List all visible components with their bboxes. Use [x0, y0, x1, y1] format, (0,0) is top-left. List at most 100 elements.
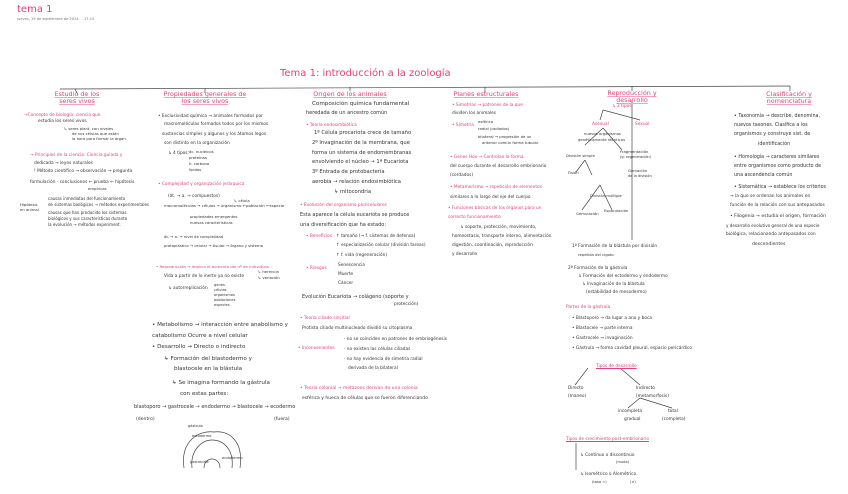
col2-line: macromoléculas → células → organismo ←po…	[164, 203, 284, 209]
col6-line: y desarrollo evolutivo general de una es…	[726, 223, 819, 229]
col4-line: ↳ soporte, protección, movimiento,	[460, 225, 536, 231]
col1-line: la evolución → métodos experiment.	[48, 222, 121, 228]
col5-line: total	[668, 409, 678, 415]
col4-line: similares a lo largo del eje del cuerpo	[450, 195, 531, 201]
col2-line: ↳ 4 tipos:	[168, 151, 189, 157]
page-header-title: tema 1	[17, 4, 52, 15]
col3-line: Evolución Eucariota → colágeno (soporte …	[302, 294, 409, 302]
col5-line: Fisión	[568, 170, 579, 176]
col6-heading: Clasificación y nomenclatura	[752, 91, 826, 105]
col3-line: • Evolución del organismo pluricelulares	[300, 203, 387, 209]
col3-line: aerobia → relación endosimbiótica	[312, 179, 401, 187]
col5-line: Directo	[568, 386, 584, 392]
col1-line: estudia los seres vivos	[38, 119, 87, 125]
gastrula-label: gástrula	[188, 424, 203, 430]
main-title: Tema 1: introducción a la zoología	[280, 68, 451, 79]
col2-line: nuevas características	[190, 220, 233, 226]
col3-line: 2º Invaginación de la membrana, que	[312, 140, 410, 148]
col5-line: ↳ Formación del ectodermo y endodermo	[578, 274, 668, 280]
col3-line: ↳ mitocondria	[334, 189, 371, 197]
col5-line: repetida del cigoto	[578, 252, 614, 258]
col4-line: • Funciones básicas de los órganos para …	[448, 206, 542, 212]
col5-line: Asexual	[592, 122, 609, 128]
col3-heading: Origen de los animales	[312, 91, 388, 98]
col5-line: ↳ Continuo o discontinuo	[580, 453, 634, 459]
col5-line: (≠)	[630, 480, 636, 486]
col5-line: Indirecto	[636, 386, 655, 392]
col3-line: • Inconvenientes	[298, 346, 335, 352]
col5-line: (muda)	[616, 460, 629, 466]
col2-line: át. → a. → nivel de complejidad	[164, 234, 223, 240]
col3-line: • Teoría endosimbiótica	[306, 123, 357, 129]
col4-line: del cuerpo durante el desarrollo embrion…	[450, 164, 546, 170]
col5-line: División múltiple	[590, 193, 622, 199]
col2-line: catabolismo Ocurre a nivel celular	[152, 333, 248, 341]
col4-symmetry: bilateral → progresión de un	[478, 134, 531, 140]
col5-line: Partes de la gástrula	[566, 305, 610, 311]
col6-line: función de la relación con sus antepasad…	[730, 203, 825, 209]
col2-line: son distinto en la organización	[164, 141, 230, 147]
col1-heading: Estudio de los seres vivos	[46, 91, 108, 105]
col2-line: protoplástico → celular → tisular → órga…	[164, 243, 263, 249]
col3-line: 3º Entrada de protobacteria	[312, 169, 385, 177]
col2-line: • Desarrollo → Directo o indirecto	[152, 344, 245, 352]
col5-line: (tasa =)	[592, 480, 607, 486]
col3-line: envolviendo el núcleo → 1ª Eucariota	[312, 159, 408, 167]
gastrula-label: ectodermo	[192, 434, 211, 440]
col5-line: • Gástrula → forma cavidad pleural, espa…	[572, 346, 692, 352]
col3-line: Protista ciliado multinucleado dividió s…	[302, 326, 412, 332]
col4-line: dividen los animales	[452, 111, 496, 117]
col1-line: empíricas	[88, 186, 107, 192]
col1-line: causas inmediatas del funcionamiento	[48, 196, 125, 202]
col5-line: Tipos de desarrollo	[596, 364, 637, 370]
col4-line: homeostasis, transporte interno, aliment…	[452, 234, 551, 240]
col6-line: • Taxonomía → describe, denomina,	[734, 114, 820, 120]
col6-line: nuevos taxones. Clasifica a los	[734, 123, 808, 129]
col3-line: protección)	[394, 302, 418, 308]
col1-line: en animal	[20, 207, 39, 213]
col4-line: • Genes Hox → Controlan la forma	[450, 155, 524, 161]
col5-line: (g. regeneración)	[620, 155, 651, 161]
col5-line: ↳ Isométrico o Alométrico	[580, 472, 636, 478]
col5-line: ↳ Invaginación de la blástula	[582, 282, 645, 288]
col4-line: • Simetrías → patrones de la que	[452, 103, 523, 109]
col6-line: descendientes	[752, 242, 785, 248]
col5-line: 2º Formación de la gástrula	[568, 266, 627, 272]
col5-line: Fragmentación	[620, 149, 648, 155]
col4-line: (cordados)	[450, 173, 473, 179]
col5-line: (completa)	[662, 417, 685, 423]
page-date: jueves, 19 de septiembre de 2024	[17, 17, 79, 23]
col2-line: sustancias simples y algunos y los átomo…	[162, 132, 266, 138]
col2-line: • Exclusividad química → animales formad…	[158, 114, 263, 120]
col5-line: • Blastoporo → da lugar a ano y boca	[572, 316, 652, 322]
col2-line: propiedades emergentes	[190, 214, 238, 220]
col1-line: →Concepto de biología: ciencia que	[24, 113, 100, 119]
col3-line: Muerte	[338, 272, 353, 278]
col3-line: · no se coinciden en patrones de embriog…	[344, 337, 447, 343]
col1-line: ! Método científico → observación → preg…	[34, 169, 132, 175]
col2-heading: Propiedades generales de los seres vivos	[160, 91, 250, 105]
col6-line: entre organismos como producto de	[734, 164, 821, 170]
col3-line: ↑ f. vida (regeneración)	[336, 253, 387, 259]
col3-line: heredada de un ancestro común	[306, 110, 387, 118]
col6-line: organismos y construye sist. de	[734, 132, 810, 138]
col2-line: con estas partes:	[180, 391, 228, 399]
col5-line: incompleta	[618, 409, 642, 415]
col2-biomolecule: proteínas	[189, 155, 207, 161]
col3-line: • Teoría ciliado sincitial	[300, 316, 350, 322]
col1-line: formulación · conclusiones ← prueba ← hi…	[30, 180, 134, 186]
col1-line: biológicos y sus características durante	[48, 216, 127, 222]
col4-line: digestión, coordinación, reproducción	[452, 243, 533, 249]
col5-line: Esporulación	[604, 208, 628, 214]
col6-line: identificación	[758, 142, 790, 148]
col4-line: • Metamerismo → repetición de elementos	[450, 185, 542, 191]
col5-line: nuevos organismos	[584, 131, 621, 137]
col2-biomolecule: ác. nucleicos	[189, 149, 214, 155]
col5-line: ↳ 2 tipos	[612, 104, 632, 110]
col3-line: Cáncer	[338, 281, 353, 287]
col5-line: Tipos de crecimiento post-embrionario	[566, 437, 649, 443]
col3-line: forma un sistema de endomembranas	[312, 150, 411, 158]
col4-line: • Simetría	[452, 123, 474, 129]
col5-line: Sexual	[635, 122, 649, 128]
col6-line: una ascendencia común	[734, 173, 792, 179]
